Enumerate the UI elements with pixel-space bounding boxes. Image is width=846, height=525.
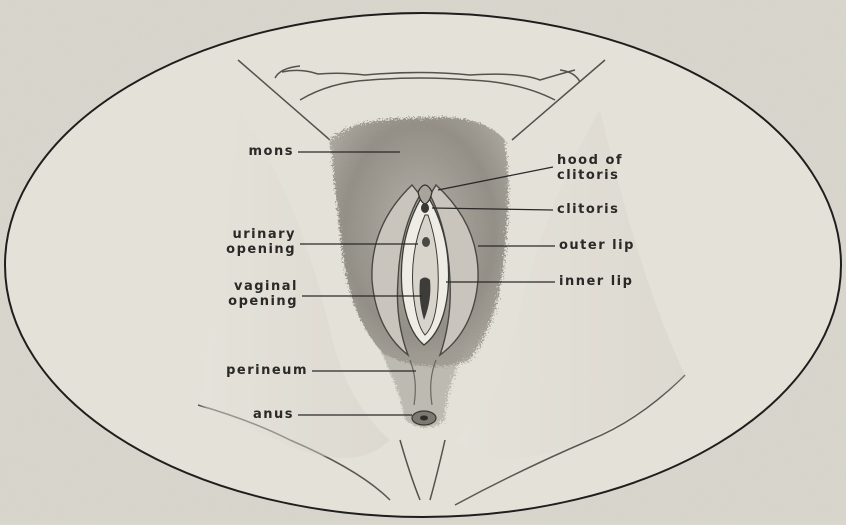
label-mons: mons: [222, 144, 294, 159]
label-hood-of-clitoris: hood of clitoris: [557, 153, 623, 183]
label-urinary-opening: urinary opening: [200, 227, 296, 257]
label-perineum: perineum: [196, 363, 308, 378]
label-anus: anus: [230, 407, 294, 422]
label-clitoris: clitoris: [557, 202, 619, 217]
label-hood-line2: clitoris: [557, 168, 623, 183]
label-vaginal-opening: vaginal opening: [200, 279, 298, 309]
label-vaginal-line1: vaginal: [200, 279, 298, 294]
clitoris-glans: [421, 203, 429, 213]
label-inner-lip: inner lip: [559, 274, 633, 289]
label-vaginal-line2: opening: [200, 294, 298, 309]
label-outer-lip: outer lip: [559, 238, 635, 253]
label-urinary-line2: opening: [200, 242, 296, 257]
label-urinary-line1: urinary: [200, 227, 296, 242]
urinary-opening-mark: [422, 237, 430, 247]
label-hood-line1: hood of: [557, 153, 623, 168]
